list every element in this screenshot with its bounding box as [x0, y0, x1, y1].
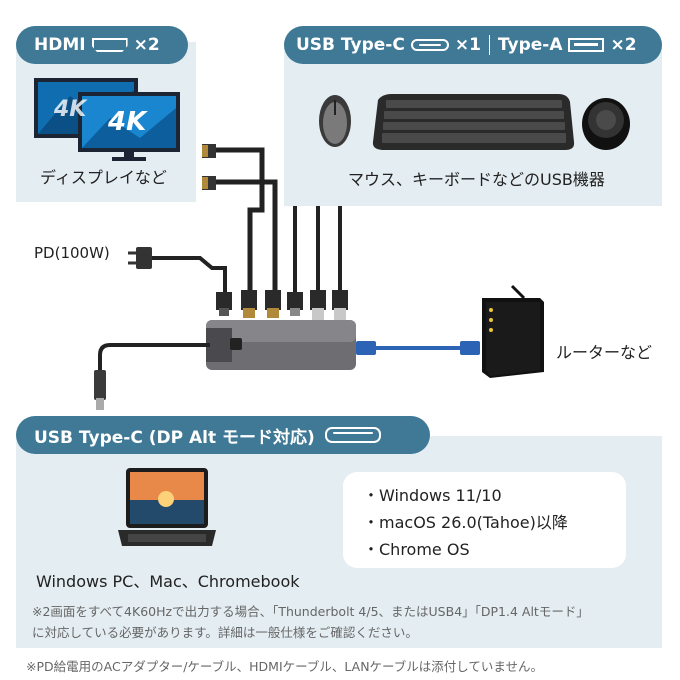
display-logo-back: 4K [53, 97, 88, 122]
host-caption: Windows PC、Mac、Chromebook [36, 572, 300, 591]
footnote-accessories: ※PD給電用のACアダプター/ケーブル、HDMIケーブル、LANケーブルは添付し… [26, 659, 544, 674]
keyboard-icon [372, 94, 575, 150]
usb-badge: USB Type-C ×1 Type-A ×2 [284, 26, 662, 64]
hdmi-plug-icon [202, 144, 216, 190]
display-logo: 4K [107, 107, 148, 137]
footnote-4k60-cont: に対応している必要があります。詳細は一般仕様をご確認ください。 [32, 625, 418, 640]
os-list: ・Windows 11/10 ・macOS 26.0(Tahoe)以降 ・Chr… [343, 472, 626, 568]
usb-typea-count: ×2 [610, 35, 637, 55]
os-item: ・Windows 11/10 [363, 486, 502, 505]
os-item: ・macOS 26.0(Tahoe)以降 [363, 513, 568, 532]
usb-cable [293, 206, 342, 298]
usb-typec-label: USB Type-C [296, 35, 405, 55]
monitor-icon: 4K 4K [34, 78, 180, 161]
host-label: USB Type-C (DP Alt モード対応) [34, 427, 315, 448]
pd-label: PD(100W) [34, 244, 110, 262]
hdmi-badge: HDMI ×2 [16, 26, 188, 64]
plug-row-icon [216, 290, 348, 320]
footnote-4k60: ※2画面をすべて4K60Hzで出力する場合、「Thunderbolt 4/5、ま… [32, 604, 589, 619]
router-icon [482, 284, 544, 378]
hdmi-cable [215, 147, 278, 300]
lan-cable [356, 341, 480, 355]
usb-c-port-icon [324, 427, 381, 443]
usb-typea-label: Type-A [497, 35, 563, 55]
hdmi-label: HDMI [34, 35, 86, 55]
usb-devices-caption: マウス、キーボードなどのUSB機器 [348, 170, 605, 189]
hdmi-count: ×2 [133, 35, 160, 55]
mouse-icon [319, 95, 351, 147]
display-caption: ディスプレイなど [40, 168, 167, 187]
usb-c-cable [94, 343, 210, 410]
host-badge: USB Type-C (DP Alt モード対応) [16, 416, 430, 454]
usb-a-port-icon [568, 38, 605, 52]
badge-divider [488, 35, 490, 55]
router-caption: ルーターなど [556, 343, 653, 362]
pd-cable [128, 247, 227, 300]
os-item: ・Chrome OS [363, 540, 470, 559]
usb-hub-icon [206, 320, 356, 370]
usb-typec-count: ×1 [454, 35, 481, 55]
usb-c-port-icon [410, 39, 449, 51]
speakerphone-icon [582, 98, 630, 150]
hdmi-port-icon [91, 38, 128, 52]
laptop-icon [118, 468, 216, 546]
